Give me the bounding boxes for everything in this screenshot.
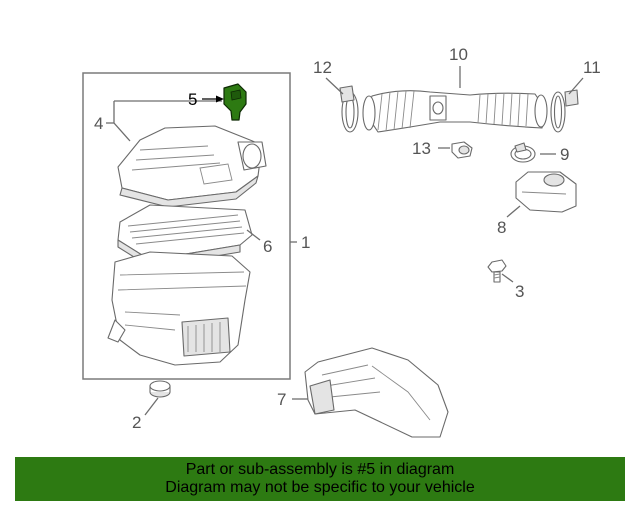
callout-9: 9 bbox=[560, 145, 569, 164]
hose-clamp-right bbox=[550, 89, 579, 133]
callout-7: 7 bbox=[277, 390, 286, 409]
intake-hose bbox=[362, 90, 548, 133]
callout-2: 2 bbox=[132, 413, 141, 432]
leader-lines bbox=[106, 66, 584, 416]
banner-line-1: Part or sub-assembly is #5 in diagram bbox=[185, 461, 455, 478]
banner-line-2: Diagram may not be specific to your vehi… bbox=[165, 479, 475, 496]
parts-diagram: 1 2 3 4 5 6 7 8 9 10 11 12 13 bbox=[82, 45, 601, 438]
callout-6: 6 bbox=[263, 237, 272, 256]
mount-grommet bbox=[149, 380, 171, 398]
intake-duct bbox=[304, 347, 449, 438]
callout-12: 12 bbox=[313, 58, 332, 77]
bolt bbox=[487, 259, 507, 283]
callout-10: 10 bbox=[449, 45, 468, 64]
air-cleaner-case bbox=[107, 251, 251, 366]
resonator bbox=[515, 171, 577, 213]
vacuum-fitting bbox=[451, 141, 473, 159]
callout-3: 3 bbox=[515, 282, 524, 301]
callout-8: 8 bbox=[497, 218, 506, 237]
assembly-frame bbox=[82, 72, 291, 380]
callout-11: 11 bbox=[583, 58, 601, 77]
info-banner: Part or sub-assembly is #5 in diagram Di… bbox=[15, 457, 625, 501]
small-clamp bbox=[510, 142, 536, 163]
callout-1: 1 bbox=[301, 233, 310, 252]
air-cleaner-cover bbox=[117, 125, 267, 208]
callout-4: 4 bbox=[94, 114, 103, 133]
mass-air-flow-sensor bbox=[223, 83, 247, 121]
callout-13: 13 bbox=[412, 139, 431, 158]
callout-5: 5 bbox=[188, 90, 197, 109]
hose-clamp-left bbox=[339, 85, 359, 133]
